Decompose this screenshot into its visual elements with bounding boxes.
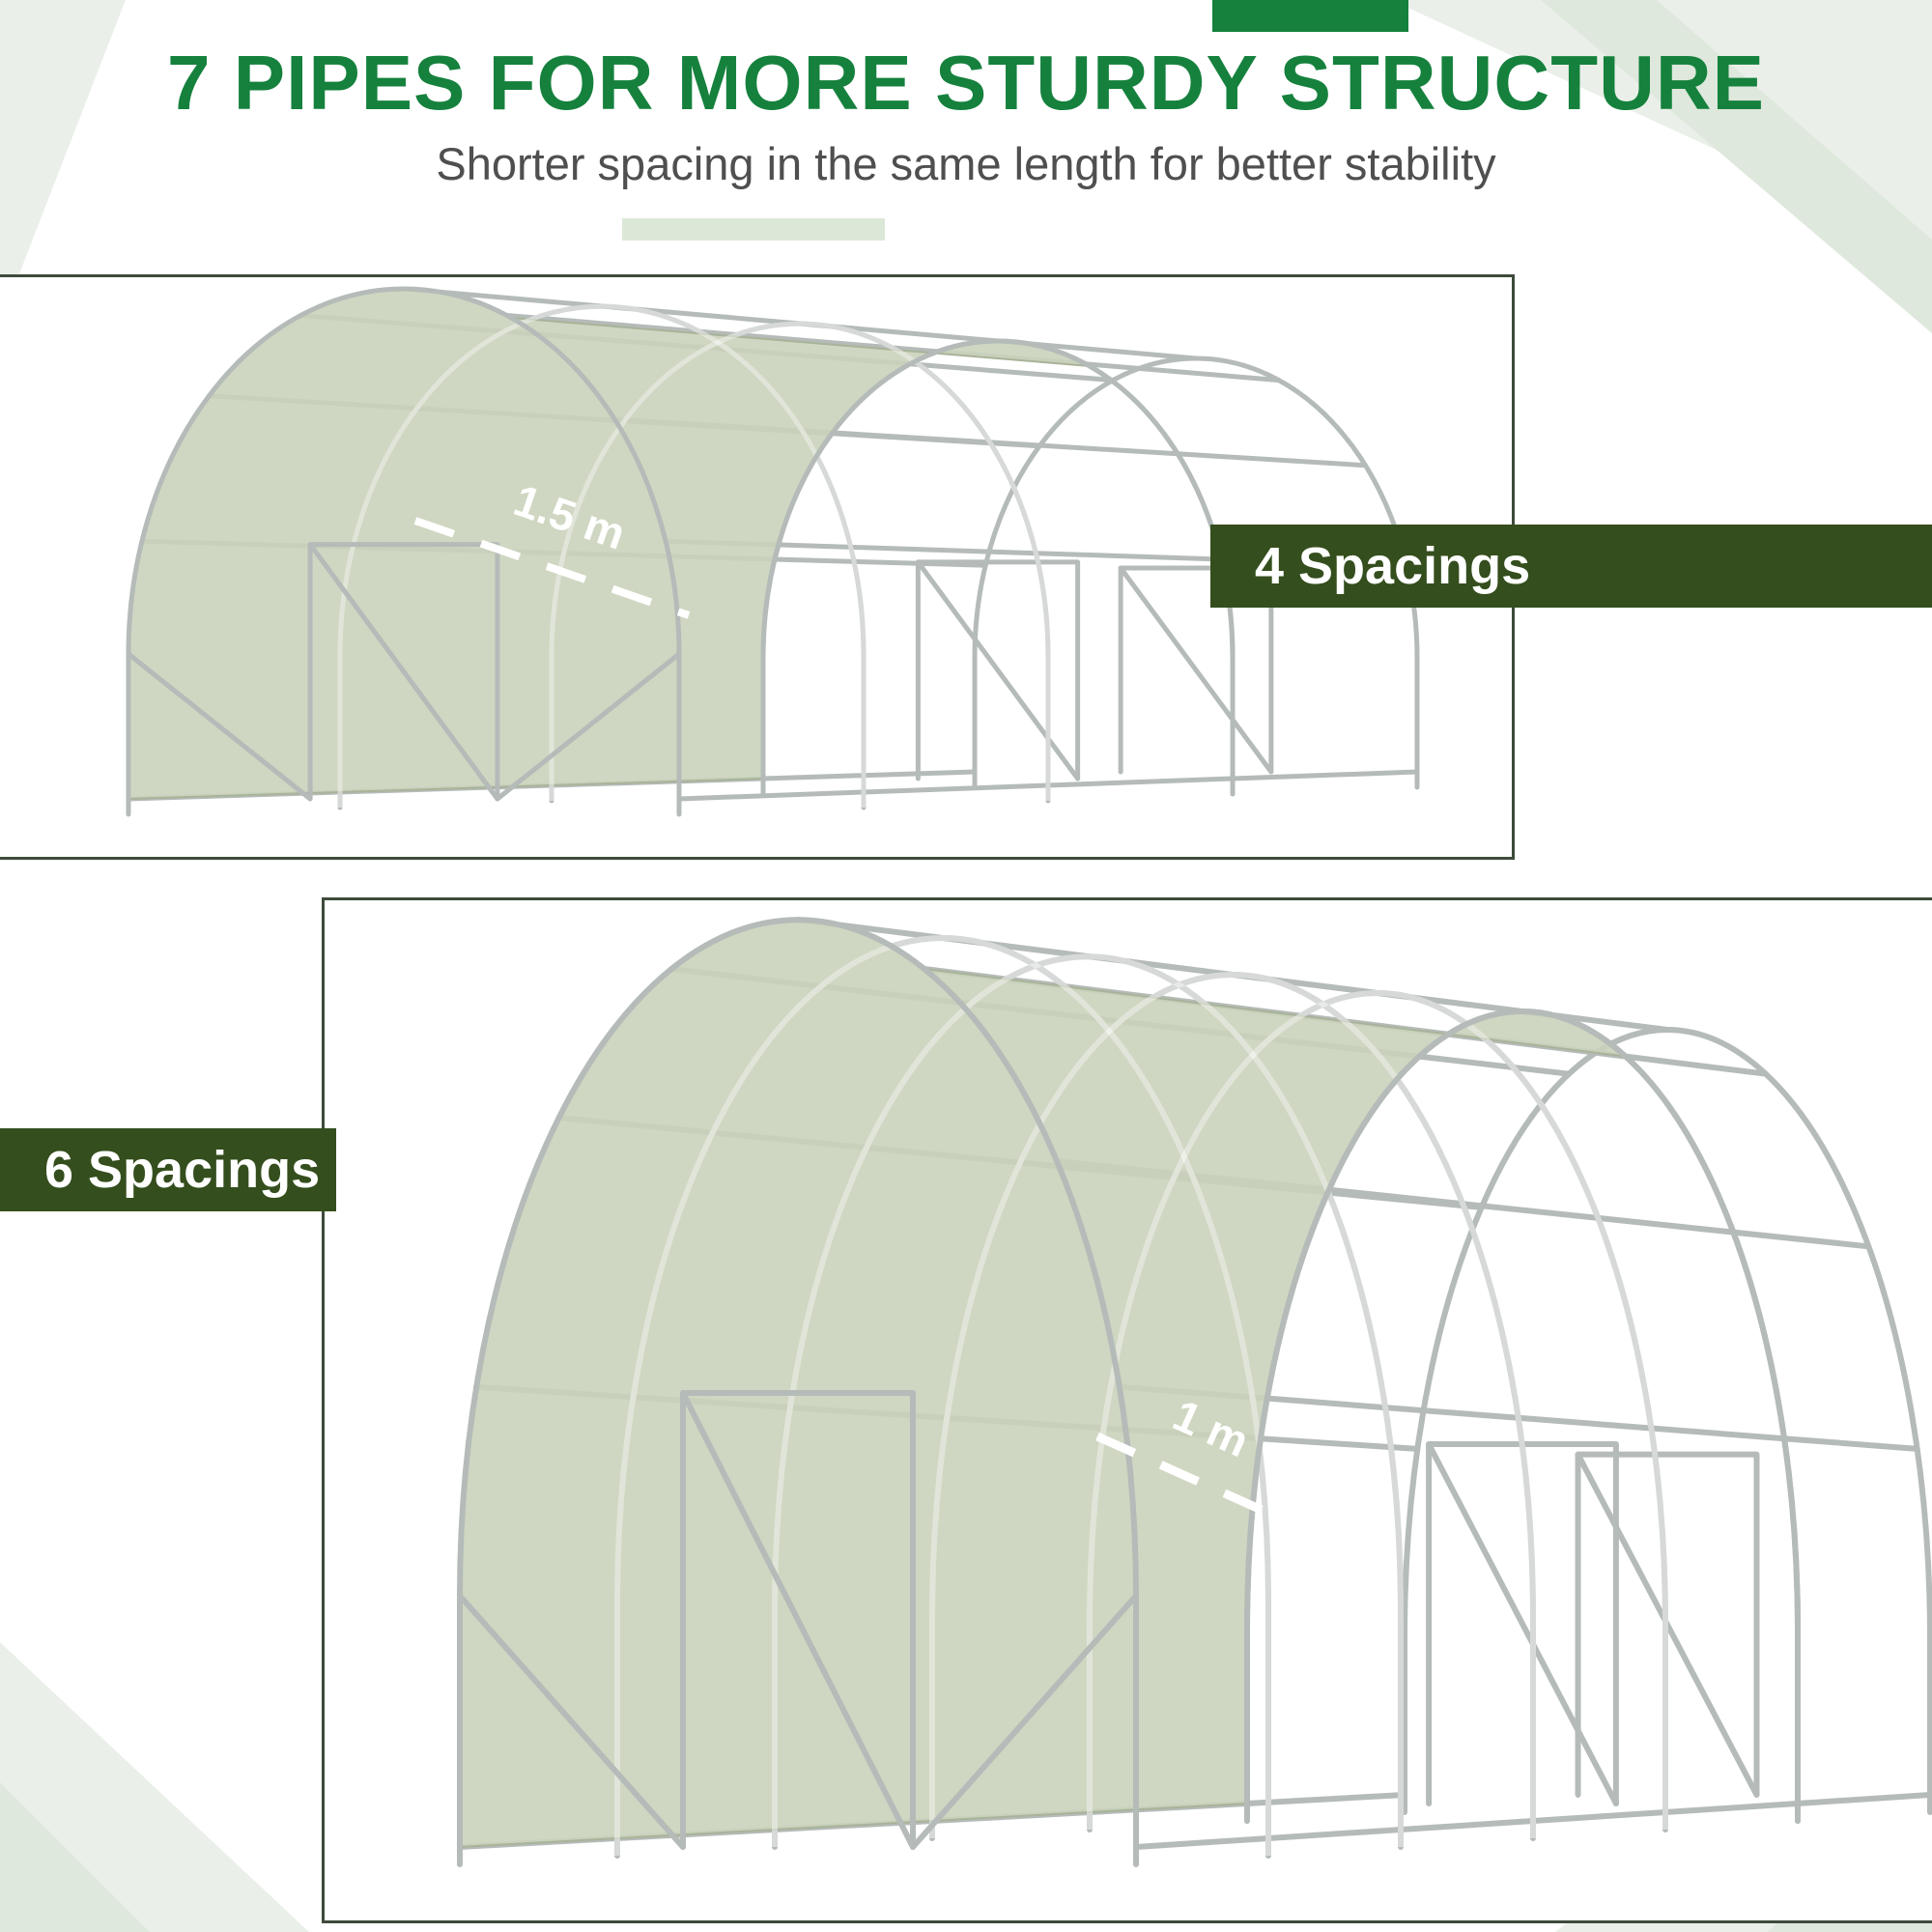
frame-pipe	[1244, 1009, 1801, 1824]
diagram-panel-6-spacings: 1 m	[322, 897, 1932, 1923]
frame-pipe	[457, 1593, 686, 1850]
frame-pipe	[676, 769, 1420, 802]
tarp-rib	[772, 953, 1404, 1847]
tarp-rib	[929, 972, 1536, 1838]
frame-pipe	[680, 1390, 916, 1850]
frame-pipe	[1118, 565, 1274, 775]
frame-pipe	[1426, 1441, 1619, 1806]
corner-shape-top-left	[0, 0, 126, 324]
accent-rectangle	[1212, 0, 1408, 32]
page-subtitle: Shorter spacing in the same length for b…	[436, 138, 1496, 189]
spacings-badge-4: 4 Spacings	[1210, 525, 1932, 608]
greenhouse-diagram-6-spacings: 1 m	[457, 917, 1932, 1867]
subtitle-underline-bar	[622, 218, 885, 241]
spacings-badge-6-label: 6 Spacings	[44, 1141, 321, 1199]
frame-pipe	[680, 1390, 916, 1850]
frame-pipe	[910, 1593, 1139, 1850]
spacings-badge-4-label: 4 Spacings	[1255, 537, 1531, 595]
tarp-rib	[549, 321, 1051, 801]
frame-pipe	[495, 651, 682, 802]
frame-pipe	[1118, 565, 1274, 775]
tarp-rib	[337, 303, 867, 808]
spacings-badge-6: 6 Spacings	[0, 1128, 336, 1211]
frame-pipe	[504, 313, 1282, 384]
tarp-rib	[614, 935, 1271, 1856]
page-title: 7 PIPES FOR MORE STURDY STRUCTURE	[167, 40, 1765, 126]
frame-pipe	[401, 286, 1199, 361]
greenhouse-diagram-4-spacings: 1.5 m	[126, 286, 1420, 817]
tarp-rib	[1087, 990, 1668, 1830]
frame-pipe	[1575, 1451, 1760, 1798]
corner-stripe-bottom-left	[0, 1782, 150, 1932]
frame-pipe	[1426, 1441, 1619, 1806]
frame-pipe	[457, 917, 1139, 1867]
frame-pipe	[915, 559, 1081, 781]
measurement-dashed-line	[1095, 1432, 1283, 1523]
frame-pipe	[760, 338, 1236, 797]
frame-pipe	[307, 542, 500, 802]
frame-pipe	[307, 542, 500, 802]
frame-pipe	[126, 651, 313, 802]
frame-pipe	[126, 286, 682, 817]
measurement-dashed-line	[413, 517, 691, 619]
corner-stripe-top-right	[1541, 0, 1932, 333]
frame-pipe	[915, 559, 1081, 781]
